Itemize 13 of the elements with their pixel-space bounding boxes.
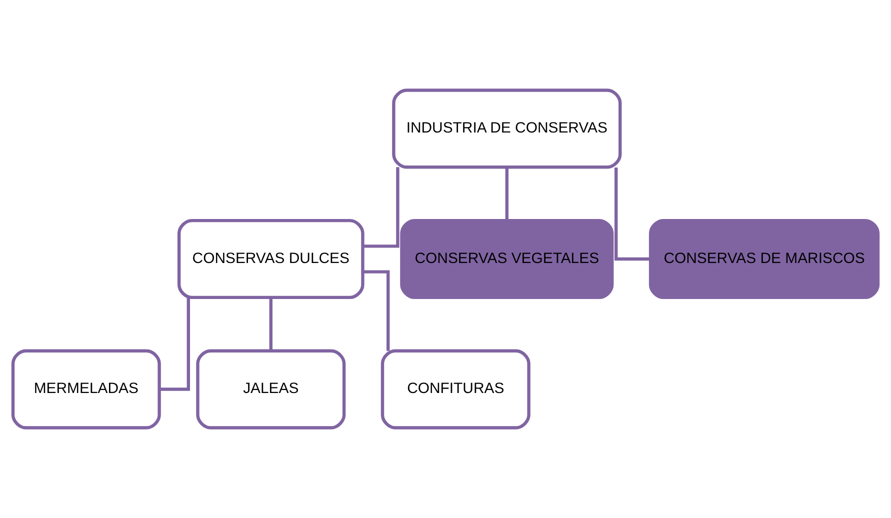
- node-box: CONSERVAS VEGETALES: [400, 218, 614, 300]
- node-box: CONSERVAS DE MARISCOS: [648, 218, 880, 300]
- connector: [614, 167, 650, 261]
- connector: [159, 298, 190, 391]
- connector: [269, 298, 272, 350]
- connector: [505, 167, 508, 220]
- node-box: CONFITURAS: [380, 349, 530, 430]
- connector: [363, 167, 400, 248]
- node-box: JALEAS: [196, 349, 346, 430]
- connector: [362, 270, 390, 351]
- node-box: MERMELADAS: [11, 349, 161, 430]
- node-box: INDUSTRIA DE CONSERVAS: [392, 88, 622, 169]
- node-box: CONSERVAS DULCES: [177, 218, 364, 300]
